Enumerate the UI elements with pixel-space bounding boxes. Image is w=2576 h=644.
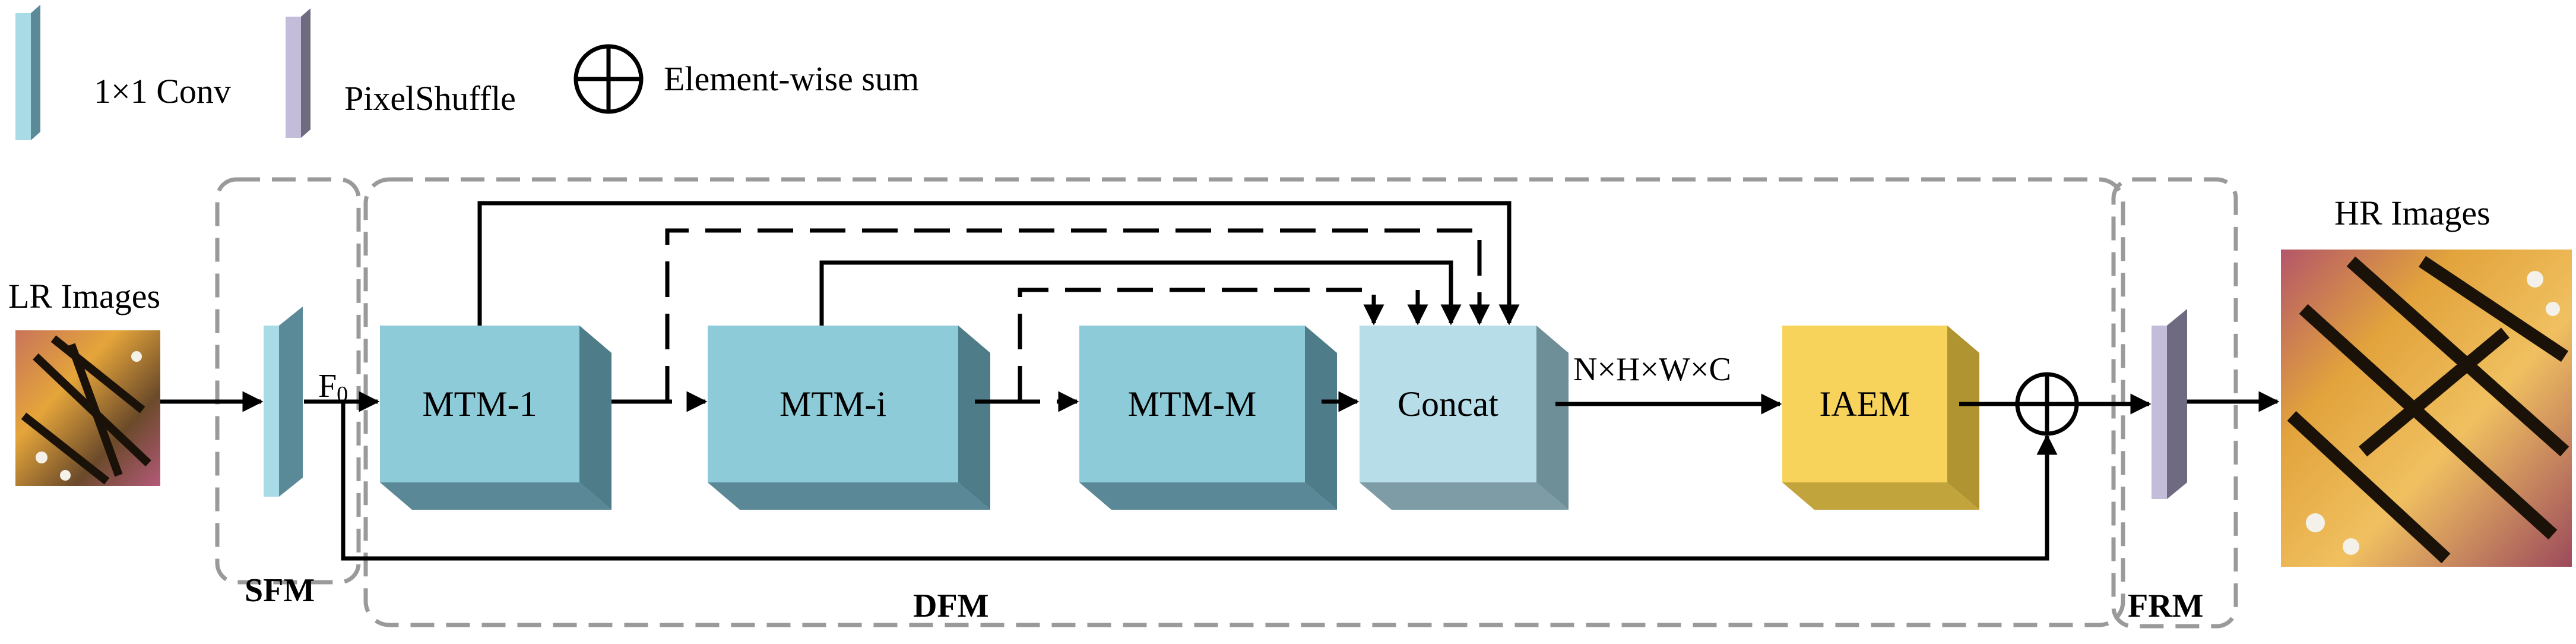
pixelshuffle-legend-label: PixelShuffle [344, 79, 516, 118]
hr-image [2281, 250, 2572, 567]
sfm-label: SFM [245, 572, 315, 609]
flow-arrows [160, 201, 2280, 561]
sum-node [2015, 372, 2079, 436]
dashed-skip-arrows [636, 228, 1490, 412]
sfm-region [215, 177, 361, 585]
mtm-m-label: MTM-M [1128, 384, 1257, 424]
mtm-1-block: MTM-1 [380, 326, 611, 510]
legend: 1×1 Conv PixelShuffle Element-wise sum [15, 5, 919, 140]
pixelshuffle-legend-icon [286, 8, 310, 138]
lr-image [15, 330, 160, 486]
iaem-block: IAEM [1782, 326, 1979, 510]
mtm-i-block: MTM-i [708, 326, 990, 510]
sum-legend-icon [573, 44, 644, 114]
frm-pixelshuffle-block [2152, 309, 2187, 499]
sum-legend-label: Element-wise sum [664, 59, 919, 98]
sfm-conv-block [264, 307, 303, 497]
mtm-1-label: MTM-1 [422, 384, 537, 424]
dfm-label: DFM [913, 588, 989, 624]
concat-block: Concat [1360, 326, 1569, 510]
conv-legend-icon [15, 5, 40, 140]
concat-label: Concat [1398, 384, 1498, 424]
mtm-m-block: MTM-M [1079, 326, 1337, 510]
iaem-label: IAEM [1819, 384, 1910, 424]
dims-label: N×H×W×C [1573, 351, 1731, 388]
frm-label: FRM [2128, 588, 2204, 624]
mtm-i-label: MTM-i [780, 384, 886, 424]
hr-images-label: HR Images [2334, 194, 2491, 232]
conv-legend-label: 1×1 Conv [94, 72, 231, 111]
lr-images-label: LR Images [8, 277, 160, 315]
